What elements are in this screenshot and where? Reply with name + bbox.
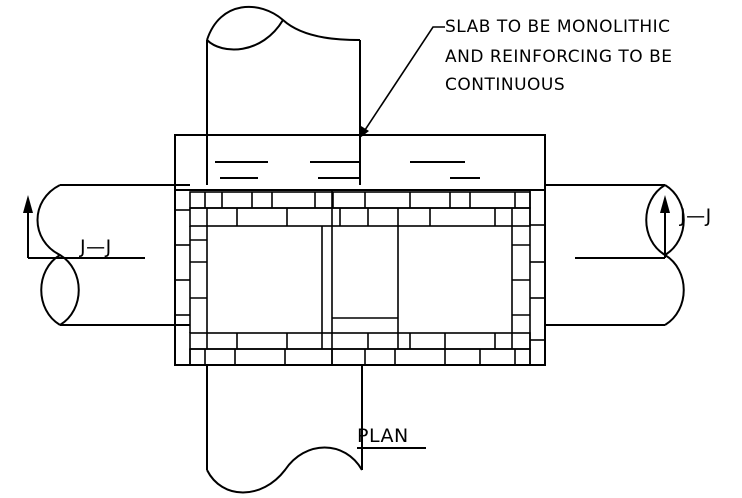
masonry-structure (174, 189, 546, 366)
vertical-pipe-top (206, 6, 361, 185)
view-title: PLAN (357, 425, 409, 447)
note-line-2: AND REINFORCING TO BE (445, 47, 673, 67)
section-marker-right (575, 195, 670, 259)
note-line-3: CONTINUOUS (445, 75, 565, 95)
horizontal-pipe-left (36, 184, 190, 326)
note-line-1: SLAB TO BE MONOLITHIC (445, 17, 671, 37)
section-marker-left (23, 195, 145, 259)
section-label-left: J—J (79, 236, 112, 258)
section-label-right: J—J (679, 205, 712, 227)
note-leader (360, 26, 445, 138)
vertical-pipe-bottom (206, 365, 363, 494)
